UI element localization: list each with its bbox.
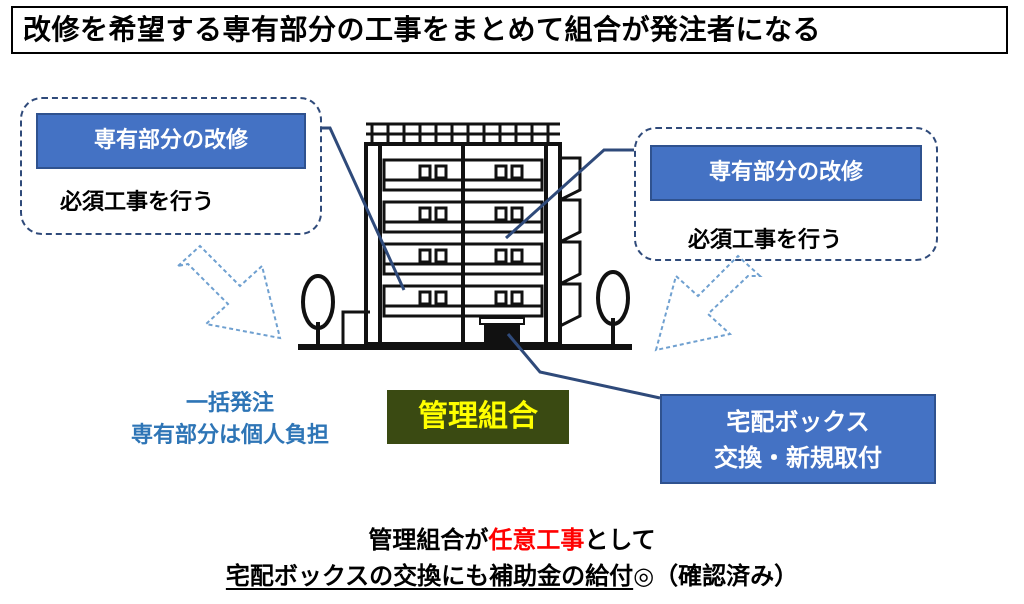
- footer-line1-a: 管理組合が: [368, 526, 489, 554]
- left-callout-bubble: [20, 97, 322, 235]
- footer-line2-b: ◎（確認済み）: [633, 562, 799, 590]
- right-callout-text: 必須工事を行う: [688, 228, 843, 253]
- footer-line1: 管理組合が任意工事として: [0, 520, 1024, 555]
- footer-line1-c: として: [584, 526, 656, 554]
- right-callout-label: 専有部分の改修: [650, 145, 922, 201]
- footer-line1-highlight: 任意工事: [488, 526, 585, 554]
- page-title: 改修を希望する専有部分の工事をまとめて組合が発注者になる: [11, 6, 1008, 54]
- footer-line2-a: 宅配ボックスの交換にも補助金の給付: [225, 562, 634, 590]
- footer-line2: 宅配ボックスの交換にも補助金の給付◎（確認済み）: [0, 556, 1024, 591]
- left-arrow-icon: [174, 244, 282, 340]
- bulk-order-line2: 専有部分は個人負担: [130, 423, 329, 448]
- tree-icon: [301, 274, 335, 344]
- delivery-box-line1: 宅配ボックス: [726, 408, 870, 436]
- right-arrow-icon: [654, 254, 763, 352]
- left-callout-text: 必須工事を行う: [60, 190, 215, 215]
- tree-icon: [596, 270, 630, 344]
- management-association-box: 管理組合: [387, 390, 569, 444]
- bulk-order-line1: 一括発注: [185, 391, 274, 416]
- left-callout-label: 専有部分の改修: [36, 113, 306, 169]
- delivery-box-line2: 交換・新規取付: [714, 444, 882, 472]
- bulk-order-text: 一括発注 専有部分は個人負担: [90, 388, 370, 452]
- delivery-box-card: 宅配ボックス 交換・新規取付: [660, 394, 936, 484]
- right-callout-bubble: [634, 127, 938, 261]
